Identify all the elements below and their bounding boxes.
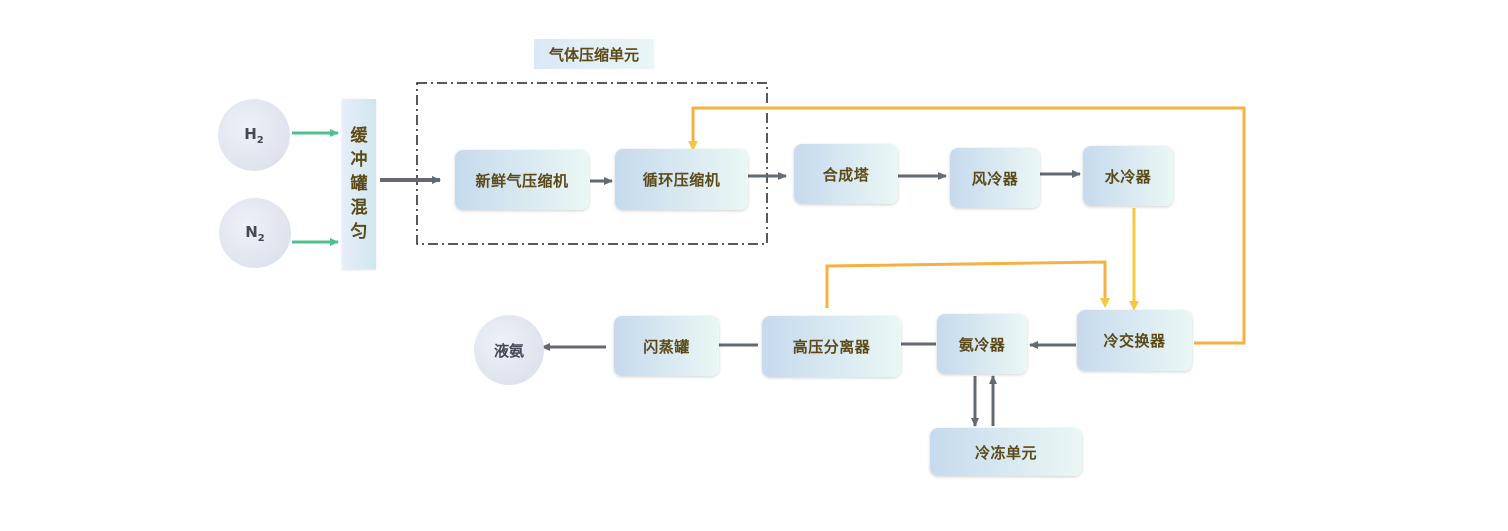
- high-pressure-separator-node: 高压分离器: [762, 316, 901, 377]
- liquid-ammonia-output-node: 液氨: [474, 315, 544, 385]
- buffer-char: 混: [350, 198, 368, 218]
- synthesis-tower-node: 合成塔: [794, 144, 898, 204]
- buffer-char: 冲: [350, 150, 368, 170]
- gas-compression-unit-label: 气体压缩单元: [534, 39, 654, 69]
- buffer-char: 罐: [350, 174, 368, 194]
- h2-input-node: H2: [218, 99, 290, 171]
- flash-tank-node: 闪蒸罐: [614, 316, 719, 376]
- cold-exchanger-node: 冷交换器: [1077, 310, 1192, 371]
- buffer-char: 匀: [350, 222, 368, 242]
- buffer-char: 缓: [350, 126, 368, 146]
- refrigeration-unit-node: 冷冻单元: [930, 428, 1082, 476]
- buffer-mixing-tank: 缓 冲 罐 混 匀: [342, 99, 376, 269]
- h2-symbol: H2: [244, 124, 264, 146]
- recycle-compressor-node: 循环压缩机: [615, 149, 748, 210]
- n2-symbol: N2: [245, 222, 265, 244]
- compression-unit-boundary: [416, 82, 768, 245]
- water-cooler-node: 水冷器: [1083, 146, 1173, 206]
- air-cooler-node: 风冷器: [950, 148, 1040, 208]
- separator-gas-to-exchanger-line: [825, 260, 1110, 308]
- ammonia-cooler-node: 氨冷器: [937, 314, 1027, 374]
- exchanger-recycle-to-compressor-line: [688, 106, 1246, 345]
- fresh-gas-compressor-node: 新鲜气压缩机: [455, 150, 589, 210]
- n2-input-node: N2: [219, 198, 291, 268]
